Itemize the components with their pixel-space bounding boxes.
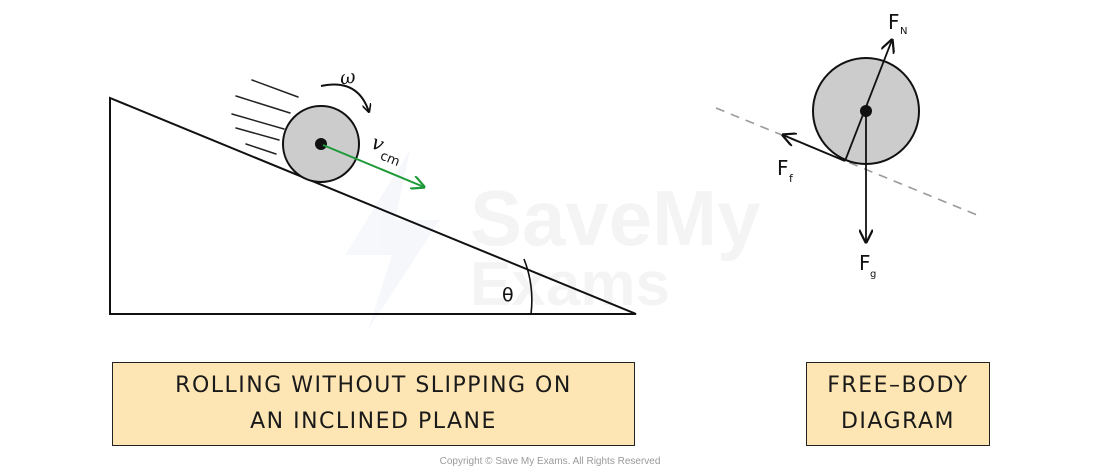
gravity-force-subscript: g — [870, 269, 876, 280]
caption-right-line2: DIAGRAM — [840, 409, 956, 434]
caption-right-line1: FREE–BODY — [827, 373, 969, 398]
inclined-plane: θ — [109, 96, 637, 315]
watermark: SaveMy Exams — [345, 150, 761, 330]
watermark-line2: Exams — [470, 250, 670, 319]
friction-force-subscript: f — [789, 172, 794, 185]
velocity-arrow — [322, 144, 424, 187]
friction-force-arrow — [783, 135, 846, 162]
watermark-bolt-icon — [345, 150, 440, 330]
motion-lines — [231, 79, 299, 155]
free-body-diagram: F N F f F g — [715, 10, 978, 280]
normal-force-subscript: N — [900, 26, 907, 37]
normal-force-symbol: F — [888, 10, 900, 34]
angular-velocity-arrow — [320, 83, 369, 112]
velocity-subscript: cm — [378, 149, 402, 170]
caption-inclined-plane: ROLLING WITHOUT SLIPPING ON AN INCLINED … — [112, 362, 635, 446]
ball-center-dot — [315, 138, 327, 150]
caption-free-body-diagram: FREE–BODY DIAGRAM — [806, 362, 990, 446]
normal-force-arrow — [844, 40, 892, 162]
copyright-notice: Copyright © Save My Exams. All Rights Re… — [439, 456, 661, 467]
rolling-ball — [282, 105, 360, 183]
velocity-label-group: v cm — [368, 130, 402, 170]
caption-left-line2: AN INCLINED PLANE — [250, 409, 497, 434]
gravity-force-symbol: F — [859, 251, 871, 275]
angle-arc — [523, 258, 533, 315]
angular-velocity-label: ω — [339, 66, 357, 90]
caption-left-line1: ROLLING WITHOUT SLIPPING ON — [175, 373, 572, 398]
watermark-line1: SaveMy — [470, 174, 761, 262]
friction-force-symbol: F — [777, 156, 789, 180]
angle-label: θ — [502, 284, 514, 306]
